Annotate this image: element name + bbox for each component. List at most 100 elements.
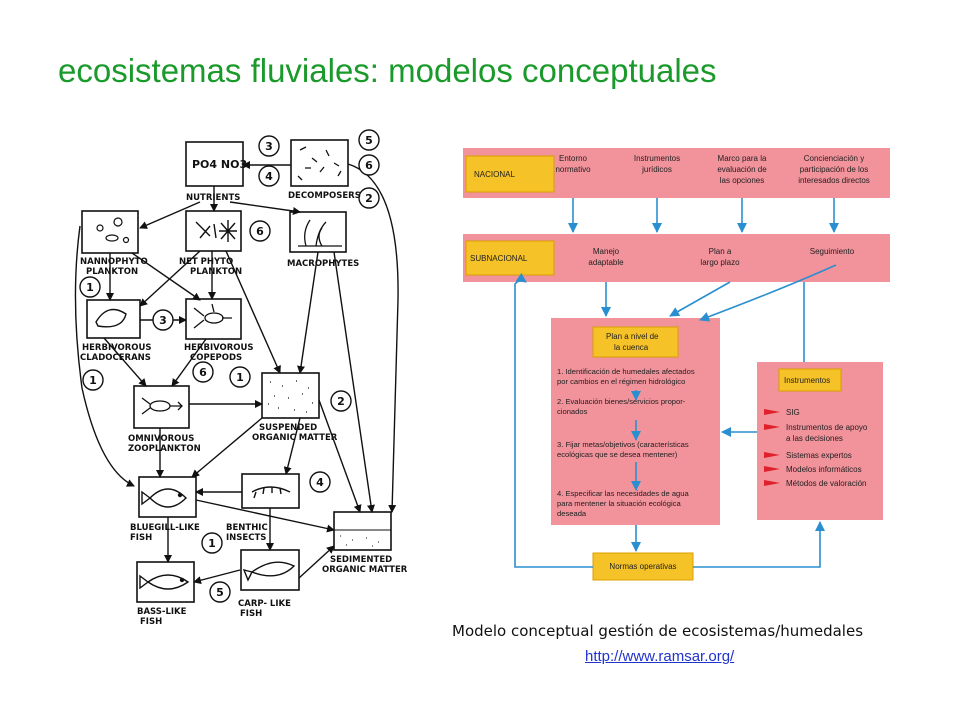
benthic-insect-icon — [251, 486, 291, 499]
nannophyto-box — [81, 210, 139, 254]
plan-step-line: 2. Evaluación bienes/servicios propor- — [557, 397, 686, 406]
instr-items: SIG Instrumentos de apoyo a las decision… — [786, 408, 868, 488]
normas-label: Normas operativas — [609, 562, 676, 571]
cope-label-2: COPEPODS — [190, 353, 242, 363]
circle-marker — [82, 369, 104, 391]
circle-marker — [192, 361, 214, 383]
sedimented-box — [333, 511, 392, 551]
circle-marker — [309, 471, 331, 493]
circle-marker — [79, 276, 101, 298]
omni-label-1: OMNIVOROUS — [128, 434, 194, 444]
nac-item-line: jurídicos — [641, 165, 672, 174]
nac-item-line: Instrumentos — [634, 154, 680, 163]
plan-title-line: Plan a nivel de — [606, 332, 659, 341]
circle-number: 1 — [86, 281, 94, 294]
ramsar-link[interactable]: http://www.ramsar.org/ — [585, 648, 735, 665]
copepods-box — [185, 298, 242, 340]
suspended-box — [261, 372, 320, 419]
subnacional-box — [465, 240, 555, 276]
sediment-hatch — [334, 529, 391, 547]
omni-label-2: ZOOPLANKTON — [128, 444, 201, 454]
plan-title-line: la cuenca — [614, 343, 649, 352]
decomposers-icon — [297, 146, 342, 181]
nac-item-line: Concienciación y — [804, 154, 864, 163]
circle-marker — [358, 129, 380, 151]
plan-step-line: deseada — [557, 509, 587, 518]
bluegill-box — [138, 476, 197, 518]
nacional-label: NACIONAL — [474, 170, 515, 179]
nac-item-line: participación de los — [800, 165, 868, 174]
cope-label-1: HERBIVOROUS — [184, 343, 254, 353]
nac-item-line: evaluación de — [717, 165, 767, 174]
circle-marker — [209, 581, 231, 603]
sed-label-2: ORGANIC MATTER — [322, 565, 408, 575]
normas-box — [592, 552, 694, 581]
circle-number: 2 — [337, 395, 345, 408]
suspended-dots — [268, 380, 313, 413]
nanno-icon — [96, 217, 130, 244]
plan-step-line: 4. Especificar las necesidades de agua — [557, 489, 689, 498]
subnacional-items: Manejo adaptable Plan a largo plazo Segu… — [588, 247, 854, 267]
circle-marker — [249, 220, 271, 242]
nacional-box — [465, 155, 555, 193]
circle-number: 4 — [316, 476, 324, 489]
circle-marker — [330, 390, 352, 412]
copepod-icon — [193, 303, 232, 329]
decomposers-box — [290, 139, 349, 187]
circle-number: 6 — [199, 366, 207, 379]
instrumentos-title-box — [778, 368, 842, 392]
carp-fish-icon — [242, 561, 296, 582]
circle-marker — [229, 366, 251, 388]
circle-marker — [152, 309, 174, 331]
plan-step-line: ecológicas que se desea mentener) — [557, 450, 678, 459]
nac-item-line: Marco para la — [718, 154, 767, 163]
circle-number: 1 — [208, 537, 216, 550]
circle-marker — [258, 165, 280, 187]
plan-step-line: por cambios en el régimen hidrológico — [557, 377, 685, 386]
po4no3-label: PO4 NO3 — [192, 158, 247, 171]
carp-label-2: FISH — [240, 609, 262, 619]
nac-item-line: interesados directos — [798, 176, 870, 185]
plan-step-line: 1. Identificación de humedales afectados — [557, 367, 695, 376]
benthic-label-2: INSECTS — [226, 533, 266, 543]
circle-marker — [358, 187, 380, 209]
bluegill-label-2: FISH — [130, 533, 152, 543]
food-web-labels: PO4 NO3 NUTRIENTS DECOMPOSERS NANNOPHYTO… — [80, 158, 408, 627]
nacional-items: Entorno normativo Instrumentos jurídicos… — [555, 154, 869, 185]
figure-caption: Modelo conceptual gestión de ecosistemas… — [452, 622, 864, 640]
instr-bullets — [764, 409, 780, 486]
benthic-box — [241, 473, 300, 509]
nac-item-line: las opciones — [720, 176, 764, 185]
circle-marker — [258, 135, 280, 157]
sub-item-line: Seguimiento — [810, 247, 855, 256]
ramsar-arrows — [514, 198, 839, 568]
sub-item-line: Manejo — [593, 247, 620, 256]
sub-item-line: adaptable — [588, 258, 624, 267]
circle-number: 5 — [365, 134, 373, 147]
bluegill-fish-icon — [141, 488, 187, 508]
macrophytes-label: MACROPHYTES — [287, 259, 359, 269]
bass-label-1: BASS-LIKE — [137, 607, 187, 617]
omnivorous-icon — [141, 397, 183, 415]
numbered-circles — [79, 129, 380, 603]
susp-label-2: ORGANIC MATTER — [252, 433, 338, 443]
nac-item-line: normativo — [555, 165, 591, 174]
instrumentos-title: Instrumentos — [784, 376, 830, 385]
ramsar-model-diagram: NACIONAL Entorno normativo Instrumentos … — [463, 148, 890, 581]
decomposers-label: DECOMPOSERS — [288, 191, 361, 201]
plan-title-box — [592, 326, 679, 358]
circle-marker — [201, 532, 223, 554]
netphyto-label-1: NET PHYTO — [179, 257, 233, 267]
netphyto-icon — [195, 220, 237, 242]
sub-item-line: largo plazo — [700, 258, 740, 267]
cladocerans-box — [86, 299, 141, 339]
bass-fish-icon — [139, 574, 190, 590]
bass-label-2: FISH — [140, 617, 162, 627]
plan-step-line: para mentener la situación ecológica — [557, 499, 681, 508]
circle-number: 2 — [365, 192, 373, 205]
instr-item-line: Modelos informáticos — [786, 465, 862, 474]
macrophytes-icon — [298, 219, 342, 247]
sed-label-1: SEDIMENTED — [330, 555, 392, 565]
circle-numbers: 3 4 5 6 2 6 1 3 1 6 1 2 4 1 5 — [86, 134, 373, 599]
